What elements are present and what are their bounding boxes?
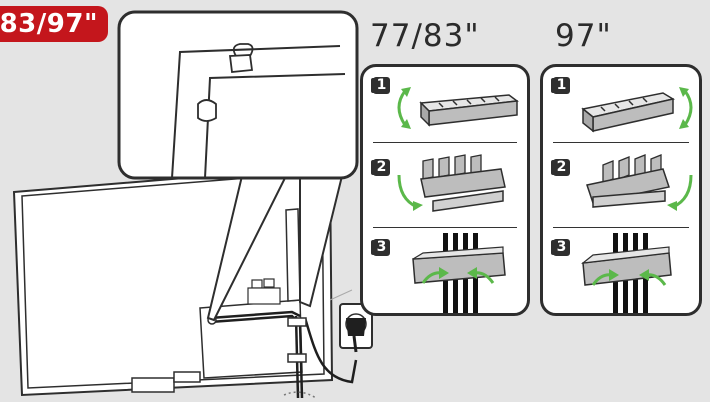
rotate-arrow-icon	[397, 174, 423, 211]
step-number-3: 3	[551, 239, 570, 256]
cable-clip-icon	[412, 246, 506, 284]
clip-rotate-step	[581, 87, 693, 133]
step-number-3: 3	[371, 239, 390, 256]
step-number-2: 2	[371, 159, 390, 176]
clip-open-step	[397, 154, 506, 212]
cable-clip-icon	[420, 154, 506, 212]
rotate-arrow-icon	[421, 267, 495, 284]
zoom-callout	[117, 10, 359, 180]
cable-clip-icon	[197, 43, 254, 122]
panel-title-97: 97"	[555, 18, 612, 54]
rotate-arrow-icon	[679, 87, 693, 129]
size-badge: 83/97"	[0, 6, 108, 42]
clip-steps-panel-77-83: 1 2 3	[360, 64, 530, 316]
clip-open-step	[586, 154, 693, 211]
step-number-1: 1	[371, 77, 390, 94]
clip-close-step	[412, 233, 506, 313]
cable-clip-icon	[581, 92, 675, 133]
step-number-1: 1	[551, 77, 570, 94]
clip-close-step	[580, 233, 672, 313]
step-number-2: 2	[551, 159, 570, 176]
tv-body	[12, 164, 334, 397]
rotate-arrow-icon	[667, 174, 693, 211]
rotate-arrow-icon	[397, 87, 411, 129]
rotate-arrow-icon	[591, 269, 667, 286]
cable-clip-icon	[419, 94, 519, 127]
panel-title-77-83: 77/83"	[370, 18, 480, 54]
clip-steps-panel-97: 1 2 3	[540, 64, 702, 316]
cable-clip-icon	[586, 154, 670, 208]
power-plug-icon	[346, 318, 366, 353]
clip-rotate-step	[397, 87, 519, 129]
